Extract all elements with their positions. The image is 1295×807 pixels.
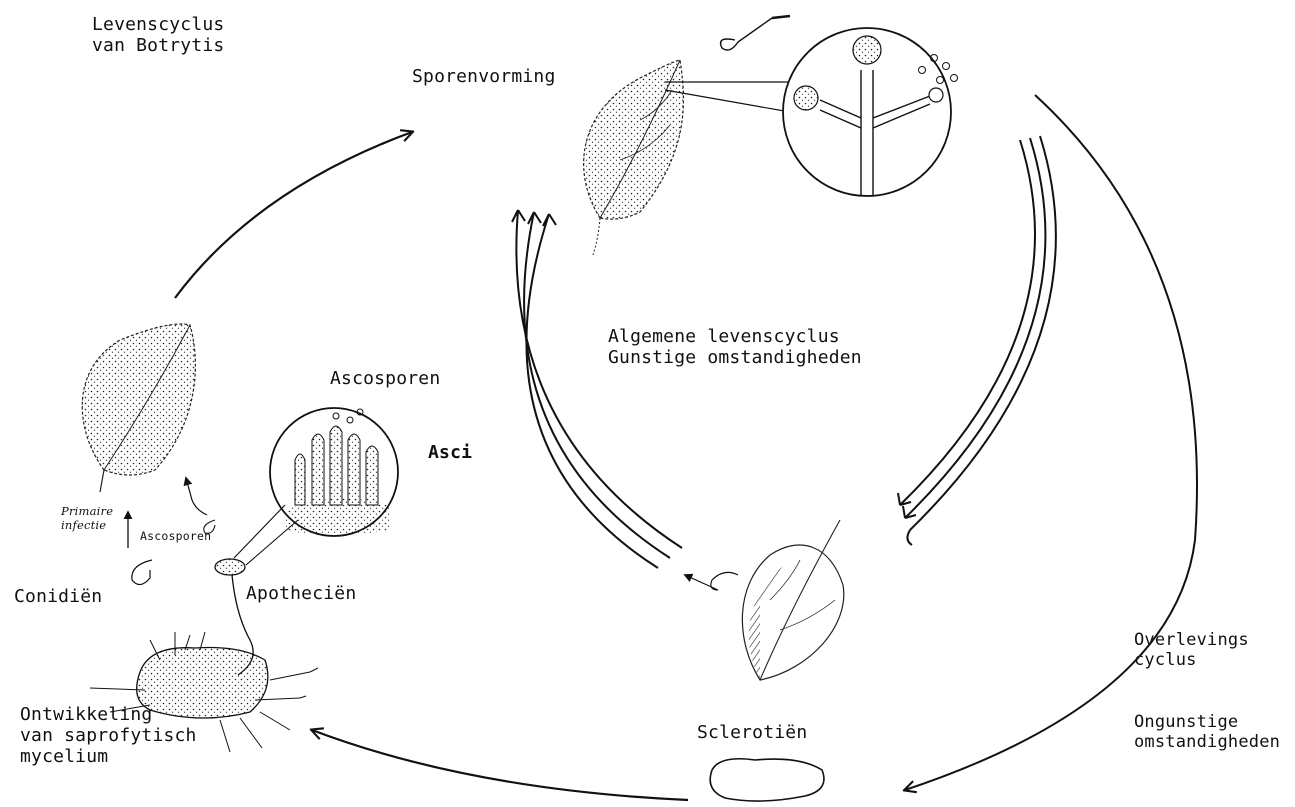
leaf-infected [742,520,843,680]
label-primaire-infectie: Primaire infectie [61,505,113,532]
algemene-line-1: Algemene levenscyclus [608,326,862,347]
ongunstige-line-2: omstandigheden [1134,732,1280,752]
arrow-overlevings-cyclus [905,95,1197,790]
ongunstige-line-1: Ongunstige [1134,712,1280,732]
triple-arrow-up [512,210,682,568]
conidiophore-magnification [783,28,958,196]
label-ascosporen-small: Ascosporen [140,530,211,544]
sclerotium-bottom [710,759,824,801]
ontwikkeling-line-1: Ontwikkeling [20,704,197,725]
label-overlevings-cyclus: Overlevings cyclus [1134,630,1249,670]
primaire-line-2: infectie [61,519,113,533]
label-asci: Asci [428,442,472,463]
arrow-to-ontwikkeling [312,730,688,800]
algemene-line-2: Gunstige omstandigheden [608,347,862,368]
primaire-line-1: Primaire [61,505,113,519]
label-sporenvorming: Sporenvorming [412,66,555,87]
label-ontwikkeling: Ontwikkeling van saprofytisch mycelium [20,704,197,768]
label-sclerotien: Sclerotiën [697,722,807,743]
triple-arrow-down [898,136,1056,545]
label-conidien: Conidiën [14,586,102,607]
overlevings-line-1: Overlevings [1134,630,1249,650]
title-line-2: van Botrytis [92,35,224,56]
overlevings-line-2: cyclus [1134,650,1249,670]
label-algemene-levenscyclus: Algemene levenscyclus Gunstige omstandig… [608,326,862,368]
label-apothecien: Apotheciën [246,583,356,604]
asci-magnification [270,408,398,536]
label-ascosporen: Ascosporen [330,368,440,389]
leaf-sporulating [584,60,684,255]
arrow-to-sporenvorming [175,132,412,298]
ontwikkeling-line-3: mycelium [20,746,197,767]
title-line-1: Levenscyclus [92,14,224,35]
title: Levenscyclus van Botrytis [92,14,224,56]
ontwikkeling-line-2: van saprofytisch [20,725,197,746]
label-ongunstige-omstandigheden: Ongunstige omstandigheden [1134,712,1280,752]
leaf-primary-infection [82,324,195,492]
